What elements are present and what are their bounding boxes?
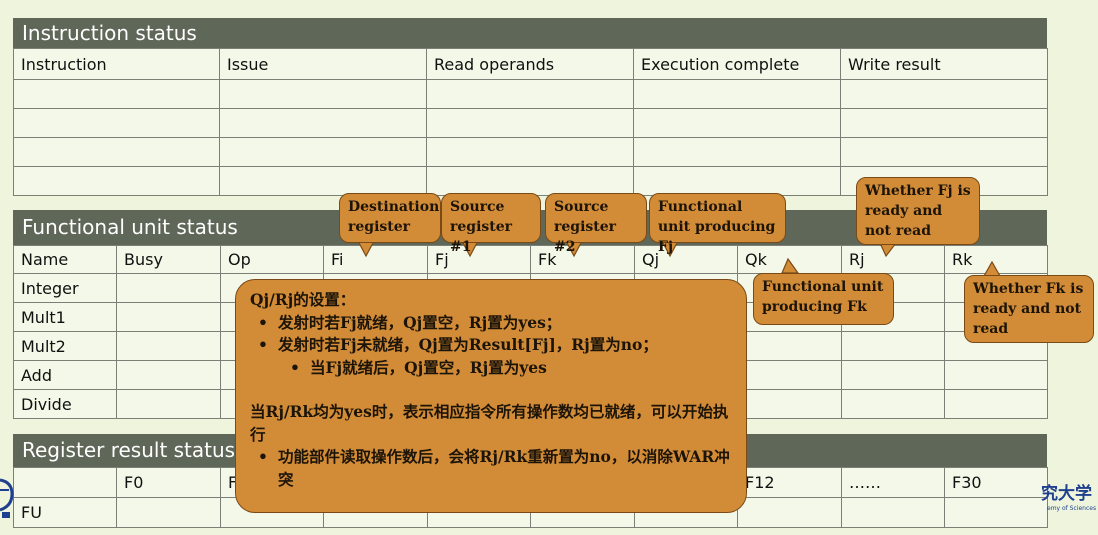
header-f0: F0 <box>116 467 221 498</box>
logo-text: 究大学 <box>1041 484 1092 504</box>
instruction-status-title: Instruction status <box>13 18 1047 48</box>
header-fj: Fj <box>427 245 531 274</box>
note-sub-bullet: 当Fj就绪后，Qj置空，Rj置为yes <box>250 357 732 380</box>
header-rj: Rj <box>841 245 945 274</box>
header-ellipsis: …… <box>841 467 945 498</box>
right-logo: 究大学 emy of Sciences <box>1041 483 1098 523</box>
callout-fu-producing-fk: Functional unit producing Fk <box>753 273 894 325</box>
table-row <box>13 79 1048 109</box>
header-instruction: Instruction <box>13 48 220 80</box>
qj-rj-explanation-note: Qj/Rj的设置： 发射时若Fj就绪，Qj置空，Rj置为yes； 发射时若Fj未… <box>235 279 747 513</box>
header-fi: Fi <box>323 245 428 274</box>
header-write-result: Write result <box>840 48 1048 80</box>
header-busy: Busy <box>116 245 221 274</box>
pointer-rk <box>982 260 1002 277</box>
header-execution-complete: Execution complete <box>633 48 841 80</box>
header-qj: Qj <box>634 245 738 274</box>
callout-destination-register: Destination register <box>339 193 441 243</box>
note-title: Qj/Rj的设置： <box>250 290 356 309</box>
note-bullet: 发射时若Fj未就绪，Qj置为Result[Fj]，Rj置为no； <box>250 334 732 357</box>
instruction-header-row: Instruction Issue Read operands Executio… <box>13 48 1048 80</box>
left-logo <box>0 478 14 518</box>
pointer-fu-fk <box>781 257 800 274</box>
note-paragraph: 当Rj/Rk均为yes时，表示相应指令所有操作数均已就绪，可以开始执行 <box>250 402 729 444</box>
logo-subtext: emy of Sciences <box>1047 505 1097 512</box>
note-bullet: 功能部件读取操作数后，会将Rj/Rk重新置为no，以消除WAR冲突 <box>250 446 732 491</box>
callout-fu-producing-fj: Functional unit producing Fj <box>649 193 786 255</box>
unit-name-mult2: Mult2 <box>13 331 117 361</box>
callout-fk-ready: Whether Fk is ready and not read <box>964 275 1094 343</box>
unit-name-divide: Divide <box>13 389 117 419</box>
header-name: Name <box>13 245 117 274</box>
callout-source-register-2: Source register #2 <box>545 193 647 255</box>
header-issue: Issue <box>219 48 427 80</box>
callout-source-register-1: Source register #1 <box>441 193 541 255</box>
pointer-destination <box>357 240 375 258</box>
unit-name-integer: Integer <box>13 273 117 303</box>
callout-fj-ready: Whether Fj is ready and not read <box>856 177 980 245</box>
note-bullet: 发射时若Fj就绪，Qj置空，Rj置为yes； <box>250 312 732 335</box>
